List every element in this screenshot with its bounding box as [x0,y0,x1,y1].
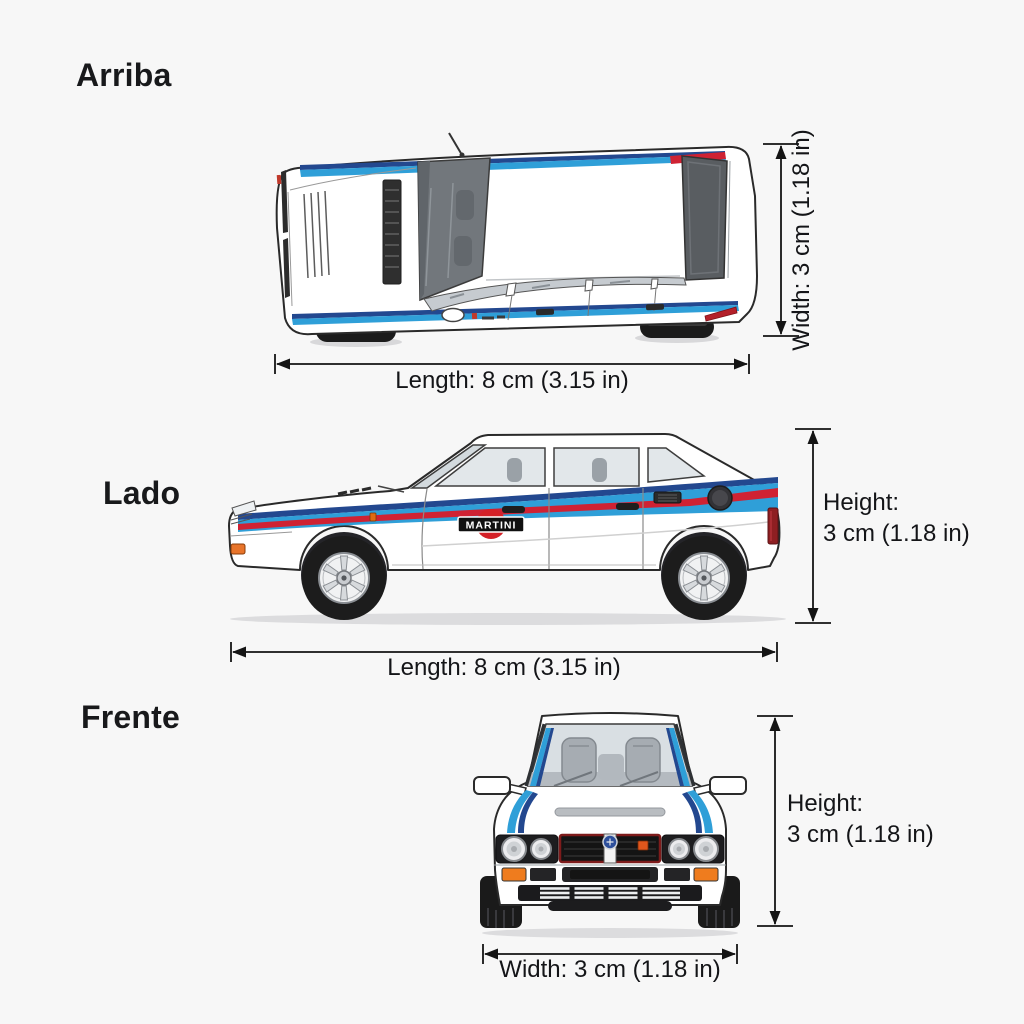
rear-wheel-rim [678,552,730,604]
antenna [448,132,465,158]
height-label-line2: 3 cm (1.18 in) [787,821,934,848]
martini-stripe-front-left [507,728,554,833]
indicator-left [501,867,527,882]
door-handle [645,303,665,311]
length-dimension-arrow-side-view [230,642,778,662]
hf-badge [637,840,649,851]
car-side-view-drawing: MARTINI [228,433,786,625]
label-top-view: Arriba [76,57,172,93]
front-bumper [494,864,726,911]
grille [558,833,662,864]
height-dimension-label-front-view: Height: 3 cm (1.18 in) [787,788,934,850]
label-front-view: Frente [81,699,180,735]
front-indicator [230,543,246,555]
ground-shadow [482,928,738,938]
door-handle [616,503,639,510]
martini-stripe-near-side [292,301,739,325]
front-wheel-rim [318,552,370,604]
fender-marker [369,512,377,522]
length-dimension-label-top-view: Length: 8 cm (3.15 in) [395,367,629,394]
front-edge-details [276,170,290,298]
windshield-front [524,723,696,787]
door-handle [502,506,525,513]
side-mirror-top [441,307,465,323]
label-side-view: Lado [103,475,181,511]
width-dimension-label-top-view: Width: 3 cm (1.18 in) [788,129,815,351]
length-dimension-arrow-top-view [274,354,750,374]
indicator-right [693,867,719,882]
hood-vents [287,167,417,307]
martini-logo: MARTINI [457,509,525,539]
height-label-line2: 3 cm (1.18 in) [823,520,970,547]
tail-light-strip [704,306,738,322]
car-top-view-drawing [275,132,758,347]
side-windows [409,444,706,489]
length-dimension-label-side-view: Length: 8 cm (3.15 in) [387,654,621,681]
martini-stripe-front-right [666,728,713,833]
height-dimension-arrow-front-view [757,715,793,927]
martini-logo-text: MARTINI [466,520,517,532]
width-dimension-arrow-top-view [763,143,799,337]
rear-vent [653,491,682,504]
windshield-top [417,157,491,302]
martini-logo-bar [457,516,525,533]
headlights-right [661,834,725,864]
height-dimension-arrow-side-view [795,428,831,624]
side-glass-band [423,276,687,312]
door-handle [535,308,555,316]
front-end-details [229,485,405,555]
tail-light [767,507,779,545]
hood-vent [554,807,666,817]
headlights-left [495,834,559,864]
height-dimension-label-side-view: Height: 3 cm (1.18 in) [823,487,970,549]
width-dimension-label-front-view: Width: 3 cm (1.18 in) [499,956,721,983]
height-label-line1: Height: [787,790,864,817]
rear-window-top [681,155,731,281]
ground-shadow [230,613,786,625]
height-label-line1: Height: [823,489,900,516]
width-dimension-arrow-front-view [482,944,738,964]
car-front-view-drawing [473,712,747,938]
side-mirrors [473,776,747,796]
